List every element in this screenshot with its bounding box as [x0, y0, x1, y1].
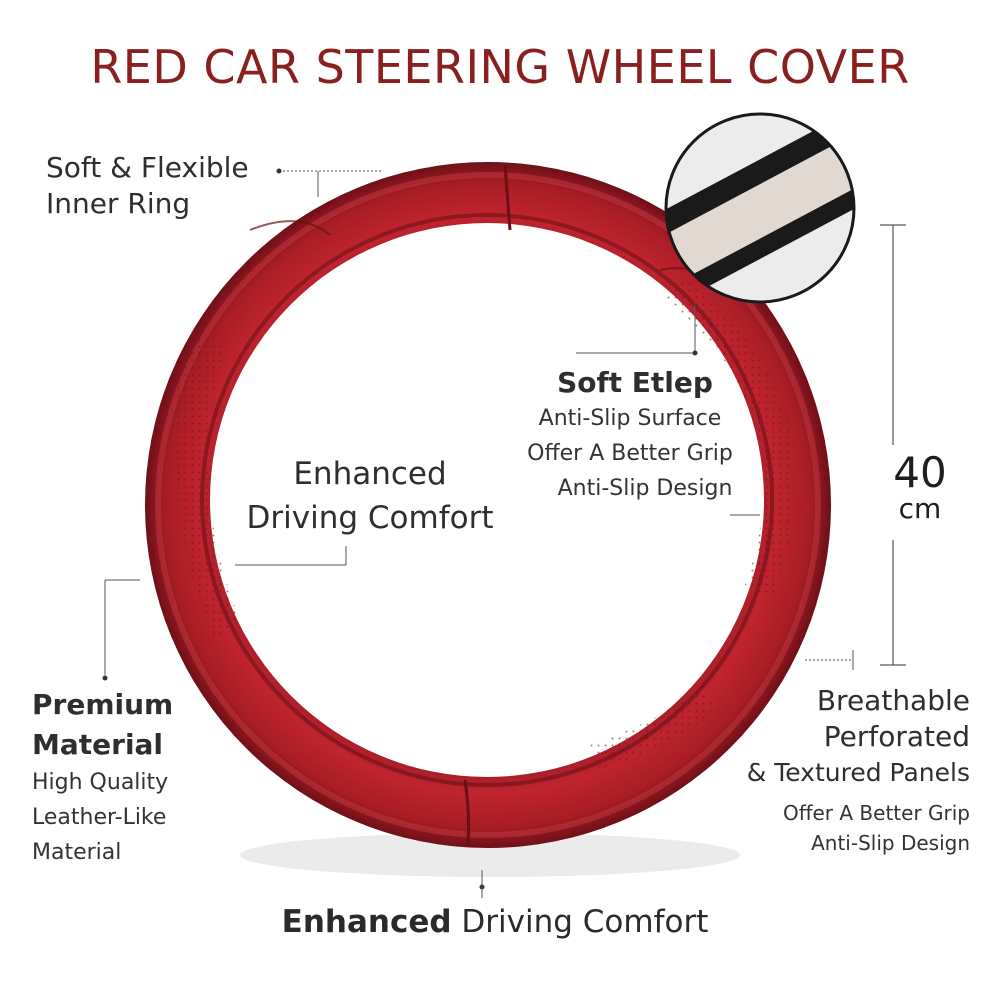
size-unit: cm: [898, 492, 942, 525]
inner-ring-line-1: Soft & Flexible: [46, 151, 249, 184]
inner-ring-detail-inset: [664, 112, 856, 304]
steering-wheel-cover: [145, 162, 831, 877]
premium-line-3: Material: [32, 840, 122, 865]
premium-line-1: High Quality: [32, 770, 169, 795]
bottom-caption: Enhanced Driving Comfort: [0, 904, 990, 940]
center-comfort-label: Enhanced Driving Comfort: [225, 452, 515, 540]
inner-ring-line-2: Inner Ring: [46, 187, 191, 220]
leader-lines: [102, 168, 906, 898]
breathable-block: Breathable Perforated & Textured Panels …: [747, 683, 970, 857]
soft-grip-heading: Soft Etlep: [557, 366, 713, 399]
premium-heading-2: Material: [32, 728, 164, 761]
inner-ring-label: Soft & Flexible Inner Ring: [46, 150, 249, 222]
premium-material-block: Premium Material High Quality Leather-Li…: [32, 685, 173, 870]
breathable-heading-2: Perforated: [823, 720, 970, 753]
center-comfort-line-1: Enhanced: [293, 456, 447, 492]
soft-grip-line-1: Anti-Slip Surface: [538, 406, 722, 431]
breathable-heading-3: & Textured Panels: [746, 758, 970, 787]
center-comfort-line-2: Driving Comfort: [246, 500, 494, 536]
breathable-line-2: Anti-Slip Design: [811, 831, 970, 855]
soft-grip-block: Soft Etlep Anti-Slip Surface Offer A Bet…: [500, 365, 760, 506]
soft-grip-line-3: Anti-Slip Design: [557, 476, 733, 501]
bottom-caption-rest: Driving Comfort: [451, 904, 709, 940]
page-title: RED CAR STEERING WHEEL COVER: [90, 40, 910, 94]
breathable-line-1: Offer A Better Grip: [782, 801, 970, 825]
bottom-caption-bold: Enhanced: [281, 904, 452, 940]
size-dimension: 40 cm: [880, 448, 960, 525]
premium-line-2: Leather-Like: [32, 805, 167, 830]
premium-heading-1: Premium: [32, 688, 174, 721]
soft-grip-line-2: Offer A Better Grip: [527, 441, 733, 466]
breathable-heading-1: Breathable: [816, 684, 970, 717]
size-value: 40: [893, 448, 947, 497]
